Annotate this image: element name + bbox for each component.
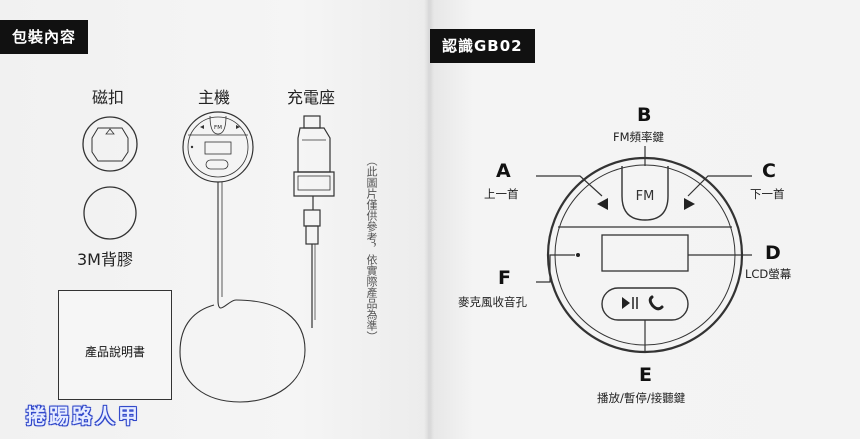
charger-illustration: [293, 115, 335, 328]
callout-text-c: 下一首: [750, 187, 785, 201]
charger-label: 充電座: [287, 88, 336, 107]
callout-text-f: 麥克風收音孔: [458, 295, 527, 309]
reference-note: （此圖片僅供參考，依實際產品為準）: [365, 155, 378, 342]
callout-letter-e: E: [639, 364, 652, 386]
host-fm-text: FM: [214, 125, 222, 131]
callout-letter-b: B: [637, 104, 652, 126]
adhesive-label: 3M背膠: [77, 250, 133, 269]
host-illustration: [179, 111, 306, 403]
host-label: 主機: [198, 88, 231, 107]
know-gb02-banner: 認識GB02: [430, 29, 535, 63]
watermark: 捲踢路人甲: [26, 404, 141, 428]
callout-text-b: FM頻率鍵: [613, 130, 665, 144]
device-fm-text: FM: [636, 189, 655, 204]
callout-letter-c: C: [762, 160, 776, 182]
magnet-illustration: [82, 116, 138, 172]
leader-lines: [536, 146, 752, 352]
callout-text-d: LCD螢幕: [745, 267, 792, 281]
callout-text-e: 播放/暫停/接聽鍵: [597, 391, 686, 405]
callout-letter-d: D: [765, 242, 781, 264]
manual-label: 產品說明書: [84, 345, 145, 359]
adhesive-illustration: [83, 186, 137, 240]
callout-letter-f: F: [498, 267, 511, 289]
magnet-label: 磁扣: [92, 88, 125, 107]
page-gutter: [424, 0, 434, 439]
callout-text-a: 上一首: [484, 187, 519, 201]
callout-letter-a: A: [496, 160, 511, 182]
manual-box: 產品說明書: [58, 290, 172, 400]
package-contents-banner: 包裝內容: [0, 20, 89, 54]
